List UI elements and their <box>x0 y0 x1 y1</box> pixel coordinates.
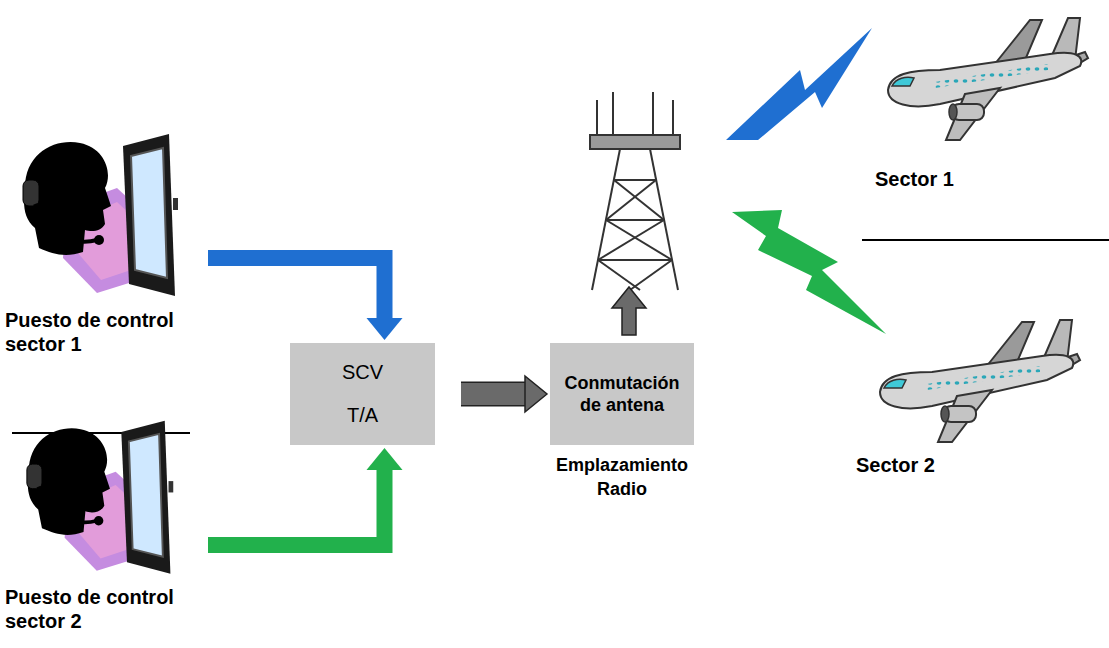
flow-arrow <box>208 258 403 340</box>
sector-label: Sector 2 <box>856 454 935 477</box>
feed-arrow <box>612 287 646 335</box>
airplane <box>888 18 1088 140</box>
radio-link <box>726 28 872 140</box>
controller-position: Puesto de control sector 2 <box>5 415 180 633</box>
process-box: Conmutación de antenaEmplazamiento Radio <box>550 343 694 445</box>
box-title: SCV <box>342 361 383 384</box>
radio-tower <box>590 92 680 290</box>
position-label: Puesto de control sector 1 <box>5 308 177 356</box>
separator-line <box>862 239 1109 241</box>
controller-icon <box>5 128 180 308</box>
sector-label: Sector 1 <box>875 168 954 191</box>
box-title: Conmutación de antena <box>558 372 686 416</box>
flow-arrow <box>208 448 403 545</box>
controller-icon <box>5 415 180 585</box>
process-box: SCV T/A <box>290 343 435 445</box>
position-label: Puesto de control sector 2 <box>5 585 177 633</box>
site-caption: Emplazamiento Radio <box>530 453 714 501</box>
flow-arrow <box>461 376 547 412</box>
airplane <box>880 320 1080 442</box>
controller-position: Puesto de control sector 1 <box>5 128 180 356</box>
box-title: T/A <box>347 404 378 427</box>
radio-link <box>732 210 886 334</box>
